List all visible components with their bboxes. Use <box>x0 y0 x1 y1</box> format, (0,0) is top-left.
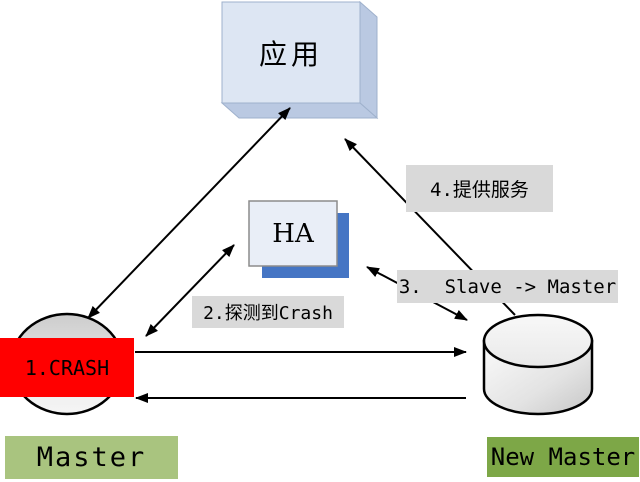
new-master-label: New Master <box>487 437 639 477</box>
ha-box-label: HA <box>272 218 314 249</box>
app-box-label: 应用 <box>258 37 323 71</box>
arrow-master-ha <box>145 244 235 337</box>
master-label: Master <box>5 436 178 479</box>
arrow-master-app <box>87 107 291 319</box>
step3-slave-to-master-label: 3. Slave -> Master <box>397 270 618 303</box>
step4-provide-service-label: 4.提供服务 <box>406 165 553 212</box>
step2-detect-crash-label: 2.探测到Crash <box>192 296 344 328</box>
crash-badge: 1.CRASH <box>0 338 134 397</box>
new-master-db-cylinder <box>482 313 594 416</box>
